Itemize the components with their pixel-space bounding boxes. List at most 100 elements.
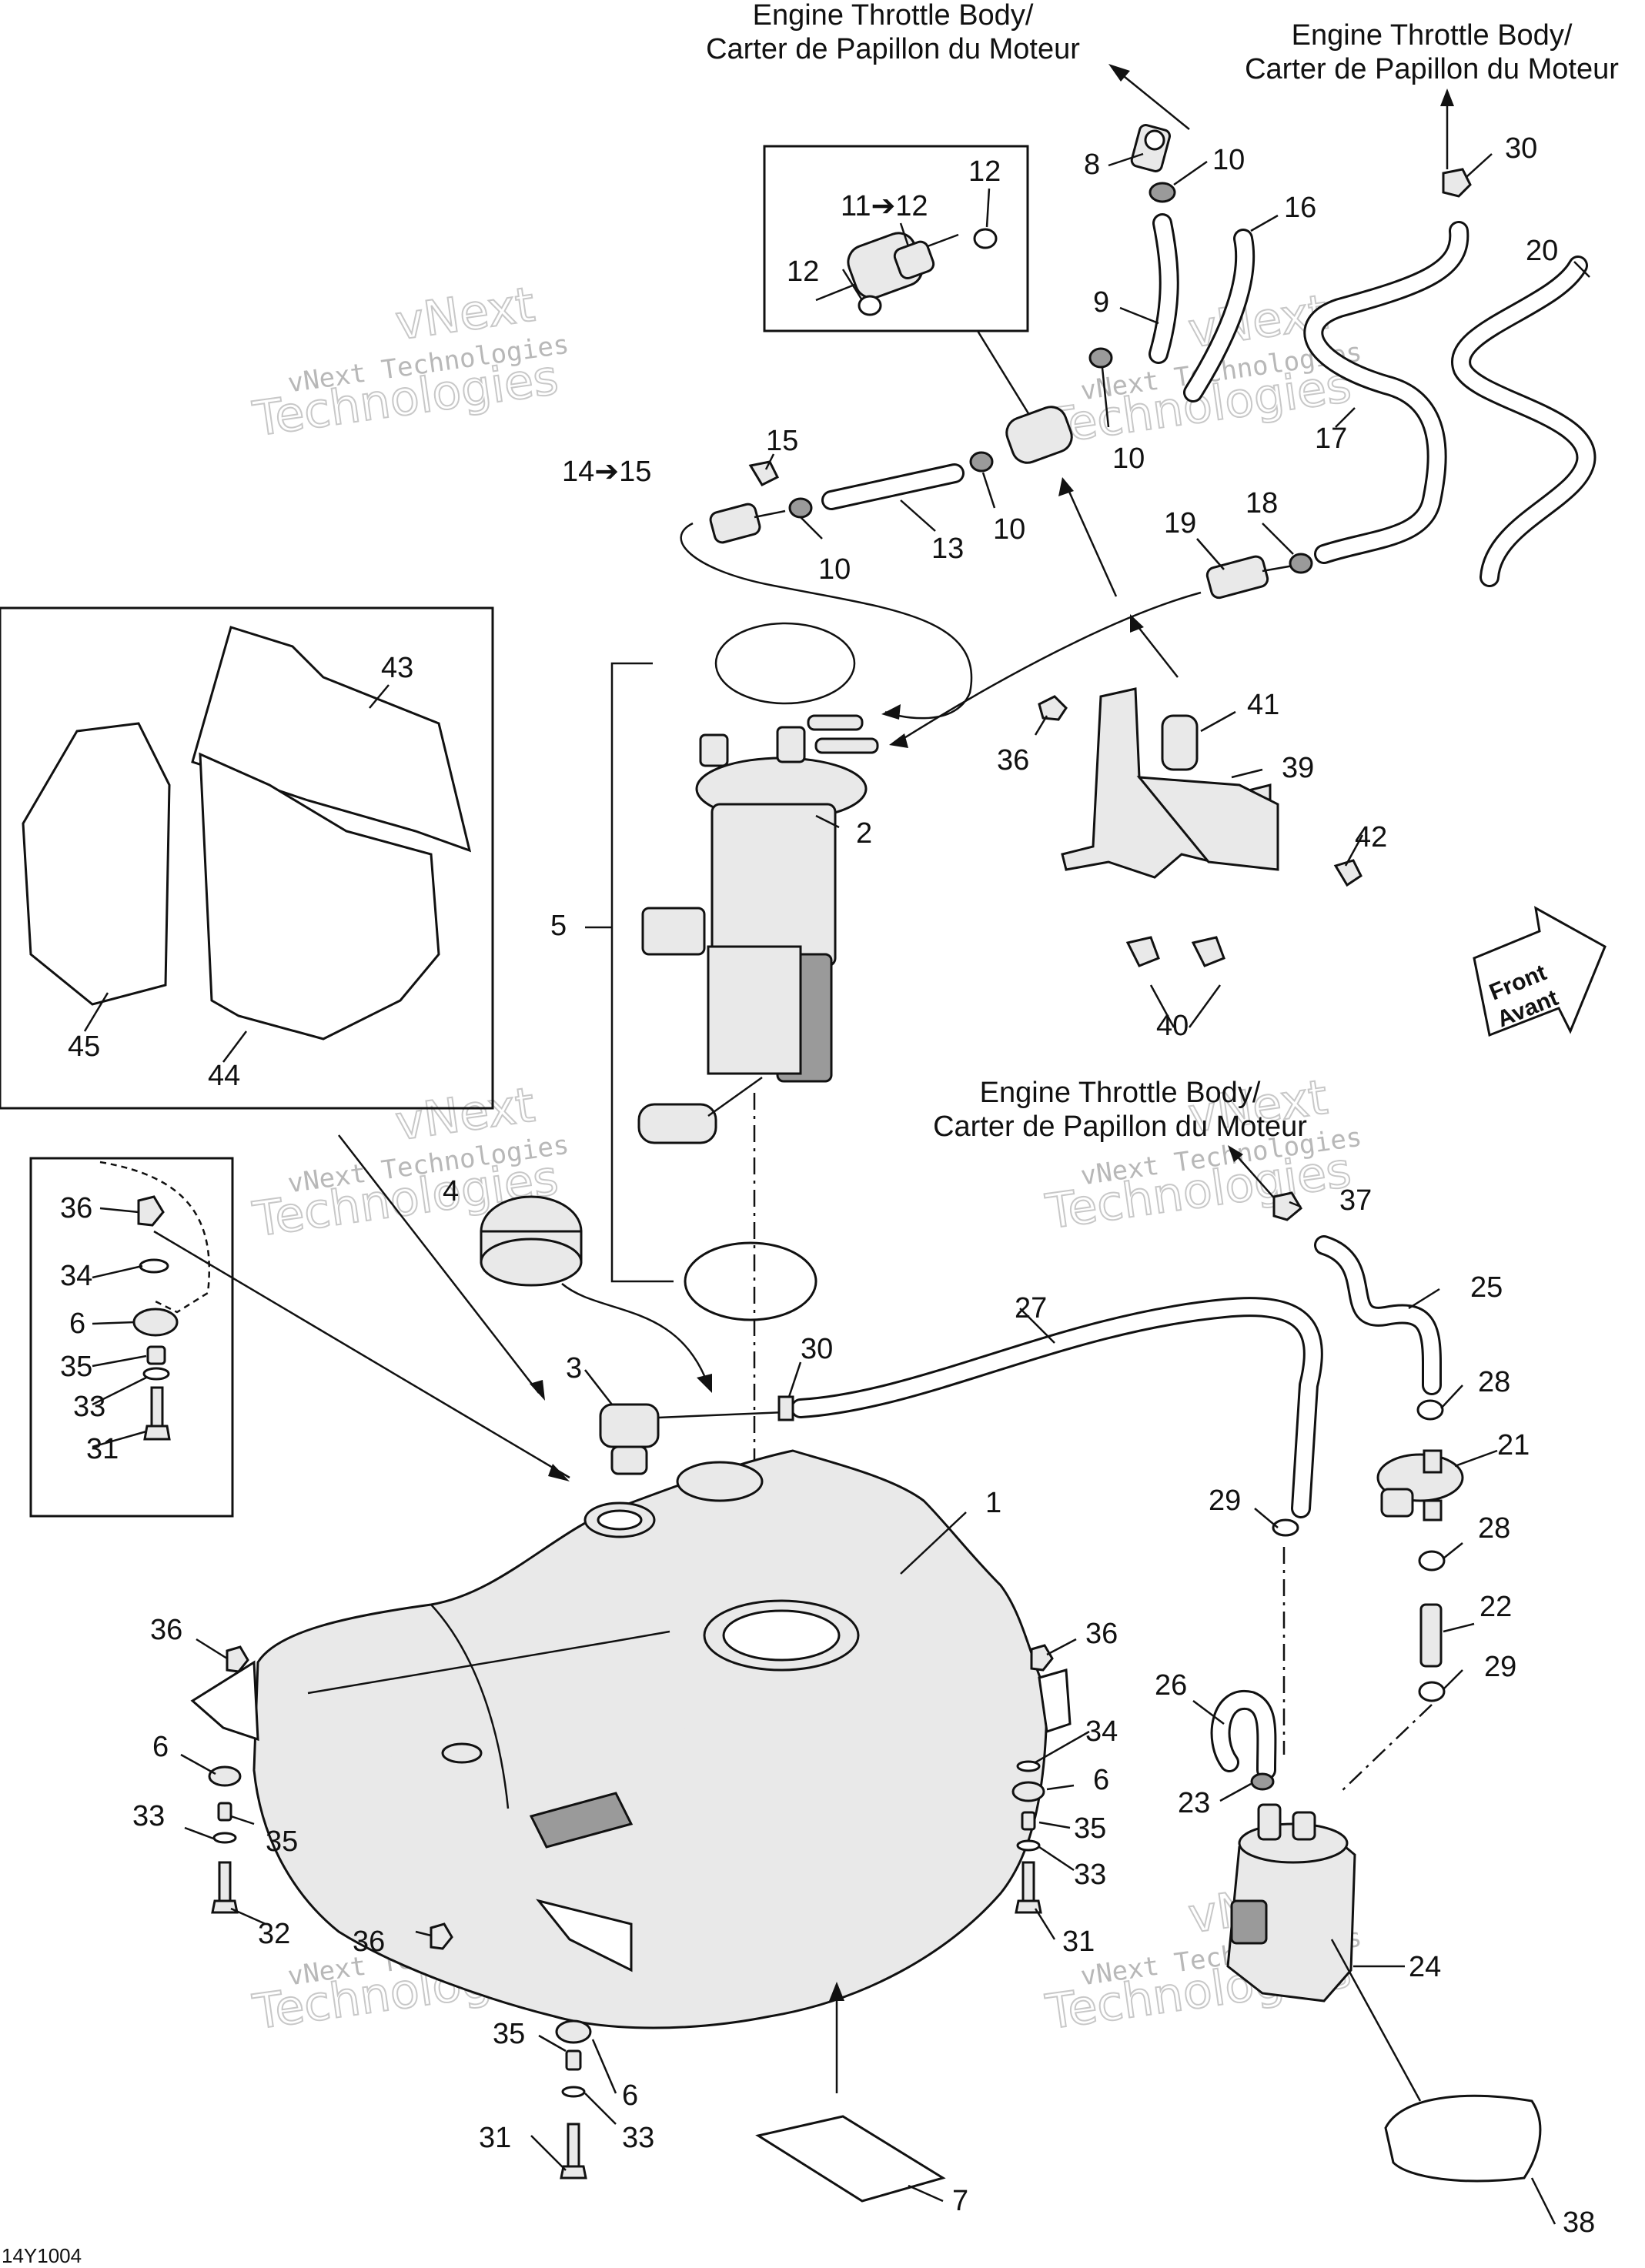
throttle-label-line1: Engine Throttle Body/ [753, 0, 1034, 32]
callout-7: 7 [952, 2185, 968, 2217]
callout-17: 17 [1315, 423, 1347, 455]
fuel-tank-1 [190, 1449, 1072, 2029]
callout-27: 27 [1015, 1292, 1047, 1324]
washer-34 [139, 1258, 169, 1274]
callout-6: 6 [69, 1308, 85, 1340]
inline-filter [1005, 406, 1073, 464]
callout-23: 23 [1178, 1787, 1210, 1819]
callout-28: 28 [1478, 1512, 1510, 1545]
callout-5: 5 [550, 910, 567, 942]
routing-line [1135, 623, 1179, 678]
sleeve-35 [146, 1345, 166, 1365]
callout-10: 10 [818, 553, 851, 586]
bolt-31 [143, 1386, 171, 1441]
clamp-10 [788, 497, 813, 519]
throttle-label-line1: Engine Throttle Body/ [980, 1077, 1261, 1109]
gasket-38 [1384, 2094, 1542, 2183]
callout-35: 35 [1074, 1812, 1106, 1845]
callout-34: 34 [1085, 1715, 1118, 1748]
callout-13: 13 [931, 533, 964, 565]
callout-42: 42 [1355, 821, 1387, 853]
callout-40: 40 [1156, 1010, 1189, 1042]
lock-ring [714, 622, 856, 705]
callout-22: 22 [1479, 1591, 1512, 1623]
clamp-10 [1148, 182, 1176, 203]
callout-14-15: 14➔15 [562, 456, 651, 488]
callout-leaders [83, 152, 1590, 2225]
arrow-head [1440, 89, 1454, 106]
callout-36: 36 [1085, 1618, 1118, 1650]
nut-36 [137, 1195, 165, 1227]
mount-inset-box [29, 1157, 234, 1518]
callout-30: 30 [1505, 132, 1537, 165]
callout-35: 35 [493, 2018, 525, 2050]
leader-line [338, 1134, 540, 1394]
callout-1: 1 [985, 1487, 1001, 1519]
callout-25: 25 [1470, 1271, 1503, 1304]
filter-inset-box [763, 145, 1029, 332]
callout-21: 21 [1497, 1429, 1530, 1461]
callout-2: 2 [856, 817, 872, 850]
callout-31: 31 [1062, 1926, 1095, 1958]
callout-29: 29 [1209, 1485, 1241, 1517]
washer-33 [142, 1367, 170, 1381]
panel-45 [22, 722, 171, 1006]
fuel-filter [815, 232, 959, 302]
callout-12: 12 [787, 256, 819, 288]
callout-16: 16 [1284, 192, 1316, 224]
routing-line [1065, 484, 1118, 597]
bolt-40 [1191, 936, 1225, 967]
throttle-label-line2: Carter de Papillon du Moteur [706, 33, 1080, 65]
hose-22 [1419, 1603, 1443, 1668]
callout-4: 4 [443, 1175, 459, 1207]
callout-33: 33 [622, 2122, 654, 2154]
callout-6: 6 [622, 2079, 638, 2112]
bolt-42 [1333, 859, 1362, 887]
callout-24: 24 [1409, 1951, 1441, 1983]
routing-line [561, 1283, 710, 1386]
callout-43: 43 [381, 652, 413, 684]
callout-44: 44 [208, 1060, 240, 1092]
clamp-28 [1418, 1550, 1446, 1572]
callout-10: 10 [993, 513, 1025, 546]
callout-10: 10 [1212, 144, 1245, 176]
throttle-arrow [1119, 72, 1190, 130]
hose-clamp [973, 228, 998, 249]
clamp-29 [1418, 1681, 1446, 1702]
pump-o-ring [684, 1241, 817, 1321]
arrow-head [1108, 64, 1130, 82]
callout-41: 41 [1247, 689, 1279, 721]
clamp-23 [1250, 1772, 1275, 1791]
mounting-bracket-39 [1061, 687, 1279, 879]
quick-connector-19 [1205, 555, 1294, 600]
rollover-valve-21 [1376, 1449, 1464, 1521]
clamp-18 [1289, 553, 1313, 574]
clamp-37 [1272, 1191, 1302, 1221]
callout-37: 37 [1339, 1184, 1372, 1217]
throttle-label-1: Engine Throttle Body/ Carter de Papillon… [706, 0, 1080, 65]
callout-6: 6 [152, 1731, 169, 1763]
callout-33: 33 [1074, 1859, 1106, 1891]
routing-line [896, 591, 1202, 744]
callout-33: 33 [73, 1391, 105, 1423]
callout-9: 9 [1093, 286, 1109, 319]
clamp-10 [1088, 347, 1113, 369]
clip-15 [748, 460, 780, 486]
callout-35: 35 [266, 1825, 298, 1858]
panel-44 [199, 752, 440, 1040]
bracket-outline [99, 1161, 211, 1314]
bracket-5 [610, 662, 674, 1283]
callout-labels: 8 10 30 12 11➔12 12 16 20 9 15 14➔15 10 … [60, 132, 1595, 2239]
clamp-10 [969, 451, 994, 473]
throttle-label-line2: Carter de Papillon du Moteur [933, 1111, 1307, 1143]
callout-35: 35 [60, 1351, 92, 1383]
panel-inset-box [0, 606, 494, 1110]
fuel-line-connector-14 [709, 503, 786, 544]
hose-clamp [858, 295, 882, 316]
center-line [1339, 1704, 1433, 1794]
bolt-40 [1125, 936, 1160, 967]
callout-36: 36 [60, 1192, 92, 1224]
callout-29: 29 [1484, 1651, 1516, 1683]
leader-line [153, 1230, 570, 1479]
leader-line [1330, 1939, 1422, 2102]
